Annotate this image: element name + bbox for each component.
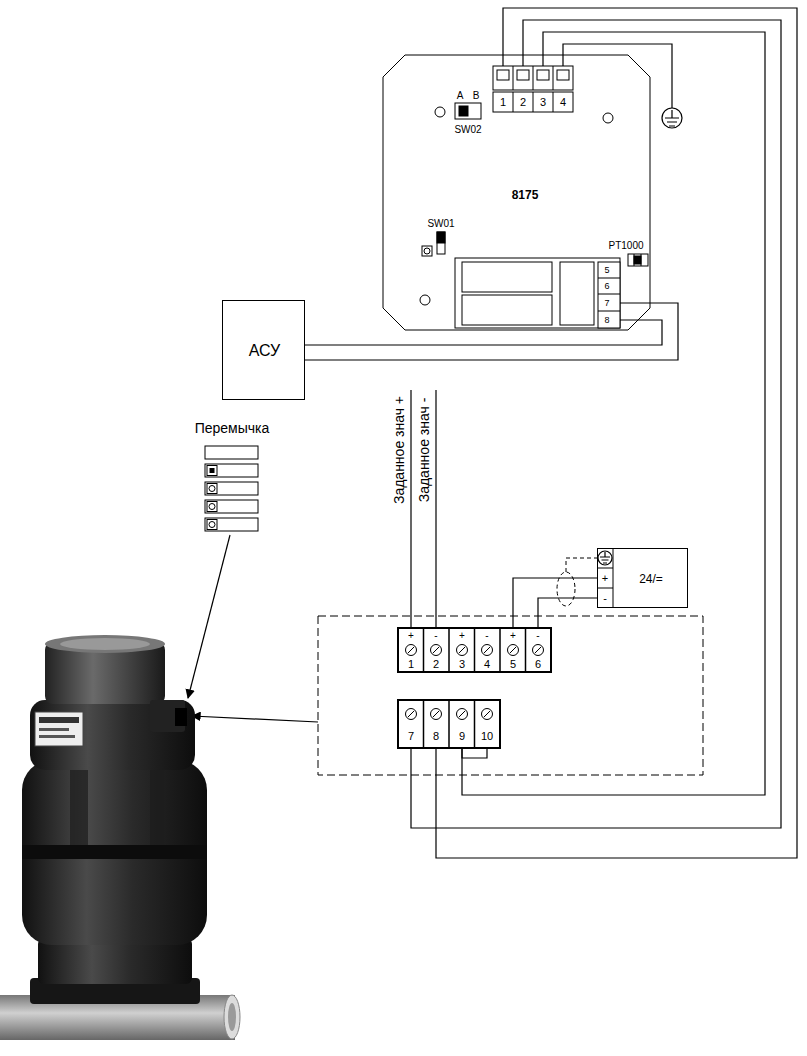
label-text: 9 <box>459 731 465 742</box>
label-text: 1 <box>408 659 414 670</box>
label-text: 8 <box>604 316 609 325</box>
label-text: SW02 <box>454 125 481 135</box>
controller-board: 8 1 7 5 <box>383 55 650 330</box>
label-text: Перемычка <box>195 421 270 435</box>
label-text: A <box>457 91 464 101</box>
jumper-icon <box>188 446 258 698</box>
label-text: SW01 <box>427 219 454 229</box>
control-system-box: АСУ <box>222 300 305 400</box>
label-text: 2 <box>520 97 526 108</box>
node-label: 8175 <box>512 189 539 201</box>
label-text: 3 <box>540 97 546 108</box>
label-text: PT1000 <box>608 241 643 251</box>
label-text: 5 <box>604 266 609 275</box>
terminal-area <box>192 616 703 775</box>
label-text: B <box>473 91 480 101</box>
label-text: 10 <box>481 731 493 742</box>
label-text: 4 <box>560 97 566 108</box>
ground-symbol <box>598 108 682 565</box>
label-text: 8 <box>433 731 439 742</box>
board-outline-shape <box>383 55 650 330</box>
label-text: - <box>536 631 539 641</box>
node-label: 24/= <box>639 573 663 585</box>
label-text: 4 <box>484 659 490 670</box>
label-text: 1 <box>500 97 506 108</box>
label-text: - <box>485 631 488 641</box>
label-text: 5 <box>510 659 516 670</box>
label-text: - <box>603 593 607 604</box>
label-text: + <box>408 631 414 641</box>
label-text: + <box>459 631 465 641</box>
label-text: 6 <box>535 659 541 670</box>
label-text: 3 <box>459 659 465 670</box>
signal-name: Заданное знач + <box>392 396 406 504</box>
label-text: + <box>510 631 516 641</box>
label-text: 7 <box>408 731 414 742</box>
label-text: 7 <box>604 299 609 308</box>
power-supply-box: 24/= <box>597 548 688 608</box>
node-label: АСУ <box>249 343 281 359</box>
board-details <box>420 66 650 328</box>
power-terminals <box>557 548 613 608</box>
label-text: - <box>434 631 437 641</box>
terminal-block <box>398 628 551 748</box>
label-text: 2 <box>433 659 439 670</box>
signal-name: Заданное знач - <box>417 398 431 503</box>
signal-wire <box>305 303 678 360</box>
label-text: + <box>602 573 608 584</box>
label-text: 6 <box>604 282 609 291</box>
valve-illustration <box>0 635 240 1040</box>
